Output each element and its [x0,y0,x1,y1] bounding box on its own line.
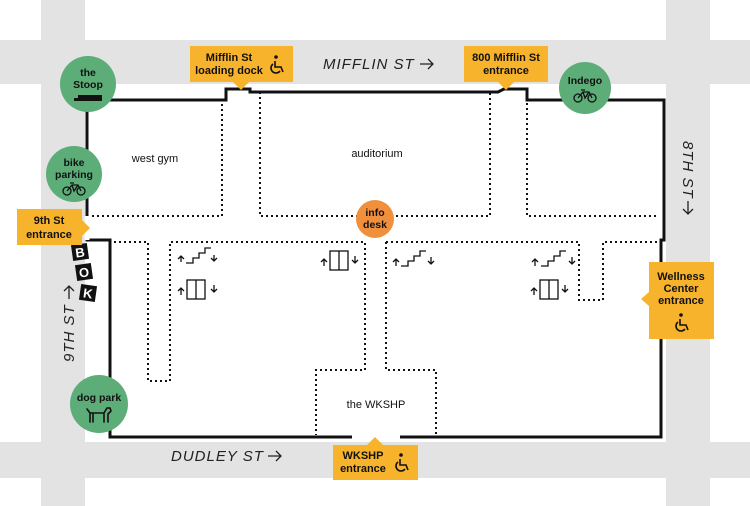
mifflin-street-label: MIFFLIN ST [323,56,434,73]
wkshp-entrance[interactable]: WKSHP entrance [333,437,418,480]
svg-text:O: O [78,264,90,280]
svg-text:800 Mifflin St: 800 Mifflin St [472,52,540,64]
dog-icon [86,407,112,423]
svg-text:loading dock: loading dock [195,65,264,77]
east-elevator-icon [530,279,569,300]
wheelchair-icon [395,453,409,472]
building-footprint [85,87,666,439]
interior-walls [92,92,658,435]
svg-text:bike: bike [63,157,84,169]
arrow-up-icon [63,285,75,299]
indego-marker[interactable]: Indego [559,62,611,114]
svg-text:MIFFLIN ST: MIFFLIN ST [323,56,416,73]
svg-text:desk: desk [363,219,387,231]
east-wing-wall [386,241,658,301]
bok-logo: B O K [70,242,98,303]
bicycle-icon [62,182,86,196]
svg-text:9TH ST: 9TH ST [61,303,78,362]
arrow-down-icon [682,201,694,215]
east-corridor-wall [385,242,437,435]
west-elevator-icon [177,279,218,300]
arrow-right-icon [420,58,434,70]
stoop-bench-icon [74,95,102,101]
dog-park-marker[interactable]: dog park [70,375,128,433]
svg-text:entrance: entrance [658,295,704,307]
east-room-wall [526,103,658,217]
center-elevator-icon [320,250,359,271]
svg-text:entrance: entrance [483,65,529,77]
svg-text:Mifflin St: Mifflin St [206,52,253,64]
svg-text:Center: Center [664,283,700,295]
svg-text:8TH ST: 8TH ST [679,141,696,200]
svg-text:9th St: 9th St [34,215,65,227]
eighth-street-road [666,0,710,506]
mifflin-loading-dock-entrance[interactable]: Mifflin St loading dock [190,46,293,90]
svg-text:dog park: dog park [77,392,121,404]
wheelchair-icon [675,313,689,332]
west-corridor-wall [114,241,366,435]
wkshp-label: the WKSHP [347,399,406,411]
wellness-center-entrance[interactable]: Wellness Center entrance [641,262,714,339]
auditorium-label: auditorium [351,148,402,160]
west-stairs-icon [177,247,218,264]
mifflin-800-entrance[interactable]: 800 Mifflin St entrance [464,46,548,90]
wheelchair-icon [270,55,284,74]
bicycle-icon [573,89,597,103]
east-stairs-icon-left [392,250,435,267]
auditorium-wall [259,92,491,217]
svg-text:DUDLEY ST: DUDLEY ST [171,448,265,465]
arrow-right-icon [268,450,282,462]
svg-text:the: the [80,67,96,79]
svg-text:entrance: entrance [340,463,386,475]
info-desk-marker[interactable]: info desk [356,200,394,238]
svg-text:Indego: Indego [568,75,602,87]
stoop-marker[interactable]: the Stoop [60,56,116,112]
west-gym-label: west gym [131,153,178,165]
svg-text:Wellness: Wellness [657,271,705,283]
svg-text:B: B [74,244,85,260]
svg-text:K: K [82,285,94,301]
ninth-street-label: 9TH ST [61,285,78,362]
eighth-street-label: 8TH ST [679,141,696,215]
ninth-st-entrance[interactable]: 9th St entrance [17,209,90,245]
west-gym-wall [92,103,223,217]
dudley-street-label: DUDLEY ST [171,448,282,465]
svg-text:info: info [365,207,384,219]
svg-text:entrance: entrance [26,229,72,241]
east-stairs-icon-right [531,250,576,267]
svg-text:WKSHP: WKSHP [343,450,384,462]
bike-parking-marker[interactable]: bike parking [46,146,102,202]
svg-text:parking: parking [55,169,93,181]
svg-text:Stoop: Stoop [73,79,103,91]
mifflin-street-road [0,40,750,84]
